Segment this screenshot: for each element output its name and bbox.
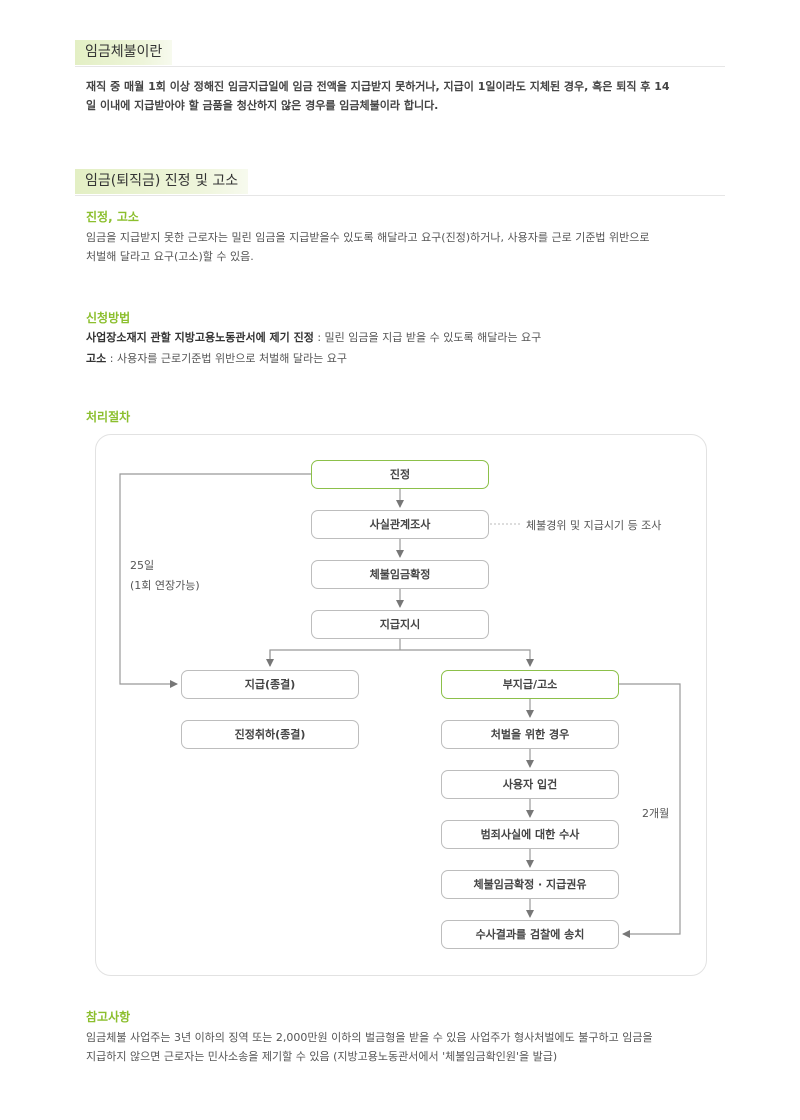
fact-check-note: 체불경위 및 지급시기 등 조사: [526, 519, 662, 532]
subheading-method: 신청방법: [86, 311, 131, 325]
step-for-punishment: 처벌을 위한 경우: [441, 720, 619, 749]
subheading-procedure: 처리절차: [86, 410, 131, 424]
section-header-petition: 임금(퇴직금) 진정 및 고소: [75, 169, 725, 196]
step-send-to-prosecution: 수사결과를 검찰에 송치: [441, 920, 619, 949]
notes-line-1: 임금체불 사업주는 3년 이하의 징역 또는 2,000만원 이하의 벌금형을 …: [86, 1031, 653, 1044]
section-title: 임금(퇴직금) 진정 및 고소: [75, 169, 249, 194]
step-paid-closed: 지급(종결): [181, 670, 359, 699]
step-confirm-recommend: 체불임금확정 · 지급권유: [441, 870, 619, 899]
days-extension-label: (1회 연장가능): [130, 579, 200, 592]
method-complaint: 고소 : 사용자를 근로기준법 위반으로 처벌해 달라는 요구: [86, 350, 347, 366]
step-petition: 진정: [311, 460, 489, 489]
section-header-wage-arrears: 임금체불이란: [75, 40, 725, 67]
step-investigation: 범죄사실에 대한 수사: [441, 820, 619, 849]
step-nonpayment-complaint: 부지급/고소: [441, 670, 619, 699]
method-petition-label: 사업장소재지 관할 지방고용노동관서에 제기 진정: [86, 331, 314, 344]
notes-line-2: 지급하지 않으면 근로자는 민사소송을 제기할 수 있음 (지방고용노동관서에서…: [86, 1050, 558, 1063]
step-withdraw-closed: 진정취하(종결): [181, 720, 359, 749]
step-employer-booking: 사용자 입건: [441, 770, 619, 799]
step-payment-order: 지급지시: [311, 610, 489, 639]
definition-line-1: 재직 중 매월 1회 이상 정해진 임금지급일에 임금 전액을 지급받지 못하거…: [86, 80, 670, 93]
petition-desc-line-1: 임금을 지급받지 못한 근로자는 밀린 임금을 지급받을수 있도록 해달라고 요…: [86, 231, 650, 244]
days-label: 25일: [130, 559, 155, 572]
section-title: 임금체불이란: [75, 40, 173, 65]
subheading-notes: 참고사항: [86, 1010, 131, 1024]
method-petition-text: : 밀린 임금을 지급 받을 수 있도록 해달라는 요구: [313, 331, 542, 344]
months-label: 2개월: [642, 807, 670, 820]
method-complaint-label: 고소: [86, 352, 107, 365]
subheading-petition-complaint: 진정, 고소: [86, 210, 139, 224]
step-fact-check: 사실관계조사: [311, 510, 489, 539]
petition-desc-line-2: 처벌해 달라고 요구(고소)할 수 있음.: [86, 250, 254, 263]
step-confirm-arrears: 체불임금확정: [311, 560, 489, 589]
method-petition: 사업장소재지 관할 지방고용노동관서에 제기 진정 : 밀린 임금을 지급 받을…: [86, 329, 541, 345]
definition-line-2: 일 이내에 지급받아야 할 금품을 청산하지 않은 경우를 임금체불이라 합니다…: [86, 99, 439, 112]
method-complaint-text: : 사용자를 근로기준법 위반으로 처벌해 달라는 요구: [106, 352, 347, 365]
